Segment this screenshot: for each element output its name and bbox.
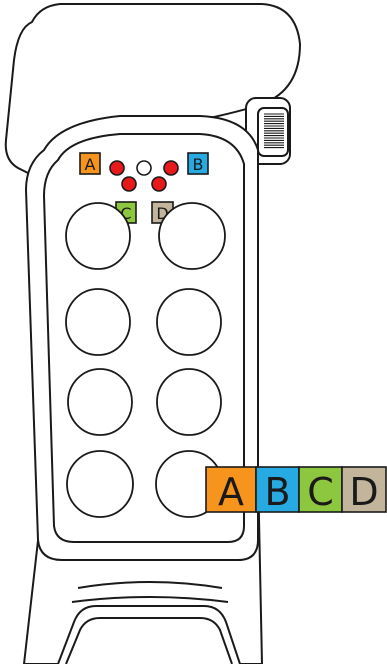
legend-label-b: B — [264, 470, 290, 514]
legend-label-a: A — [218, 470, 244, 514]
push-button-6[interactable] — [157, 369, 221, 435]
legend-item-a: A — [206, 467, 256, 514]
indicator-tag-a-text: A — [85, 155, 96, 174]
push-button-3[interactable] — [66, 289, 130, 355]
led-b — [164, 161, 178, 175]
led-a — [110, 161, 124, 175]
legend-label-d: D — [349, 470, 378, 514]
knob-body — [258, 108, 288, 156]
indicator-tag-a: A — [80, 153, 100, 174]
push-button-7[interactable] — [67, 451, 133, 517]
push-button-1[interactable] — [66, 203, 130, 269]
push-button-2[interactable] — [159, 203, 225, 269]
led-d — [152, 177, 166, 191]
led-c — [122, 177, 136, 191]
knob-ridges — [264, 114, 284, 148]
push-button-4[interactable] — [157, 289, 221, 355]
legend-item-d: D — [342, 467, 386, 514]
led-center — [137, 161, 151, 175]
indicator-tag-b: B — [188, 153, 208, 174]
indicator-tag-b-text: B — [193, 155, 204, 174]
legend-item-c: C — [299, 467, 342, 514]
handle-base-slot — [66, 618, 232, 664]
legend-item-b: B — [256, 467, 299, 514]
legend-label-c: C — [307, 470, 334, 514]
push-button-5[interactable] — [68, 369, 132, 435]
legend-strip: A B C D — [206, 467, 387, 514]
